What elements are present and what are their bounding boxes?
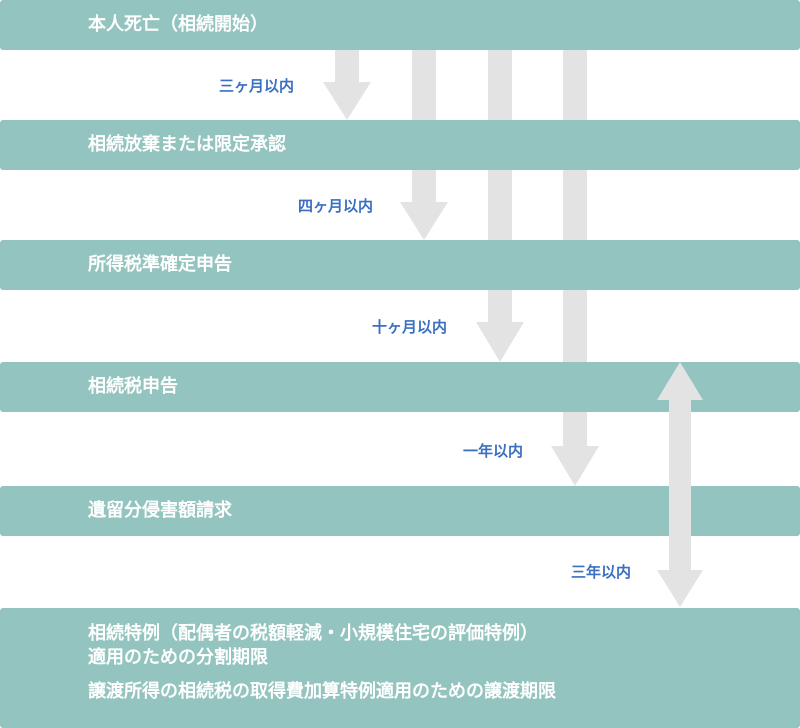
period-label-ten-months: 十ヶ月以内 (372, 318, 448, 336)
stage-label-line-2: 適用のための分割期限 (88, 647, 268, 668)
stage-renunciation: 相続放棄または限定承認 (0, 120, 800, 170)
period-label-three-months: 三ヶ月以内 (219, 77, 295, 95)
stage-label: 相続税申告 (88, 376, 178, 397)
arrow-ten-months (476, 50, 524, 362)
arrow-three-months (323, 50, 371, 120)
stage-label: 本人死亡（相続開始） (88, 14, 268, 35)
period-label-four-months: 四ヶ月以内 (298, 197, 374, 215)
stage-income-tax-return: 所得税準確定申告 (0, 240, 800, 290)
stage-label-line-1: 相続特例（配偶者の税額軽減・小規模住宅の評価特例） (88, 623, 538, 644)
stage-special-provisions: 相続特例（配偶者の税額軽減・小規模住宅の評価特例） 適用のための分割期限 譲渡所… (0, 608, 800, 728)
stage-label: 所得税準確定申告 (88, 254, 232, 275)
period-label-one-year: 一年以内 (463, 442, 524, 460)
period-label-three-years: 三年以内 (571, 563, 632, 581)
stage-label-line-3: 譲渡所得の相続税の取得費加算特例適用のための譲渡期限 (88, 681, 556, 702)
stage-label: 遺留分侵害額請求 (88, 500, 232, 521)
stage-legal-share-claim: 遺留分侵害額請求 (0, 486, 800, 536)
stage-label: 相続放棄または限定承認 (88, 134, 286, 155)
stage-death-inheritance-start: 本人死亡（相続開始） (0, 0, 800, 50)
stage-inheritance-tax-return: 相続税申告 (0, 362, 800, 412)
